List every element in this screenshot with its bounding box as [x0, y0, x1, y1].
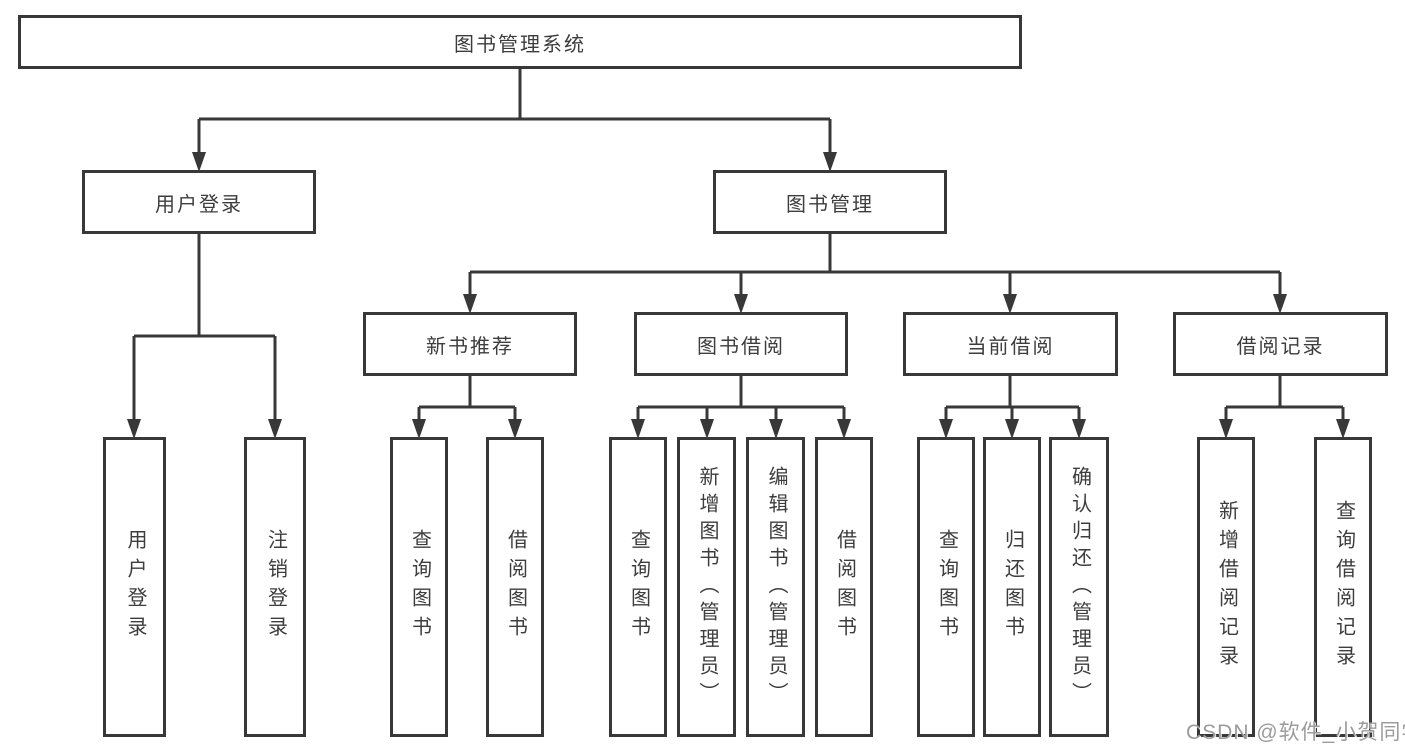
leaf-label: 查询图书 [935, 529, 958, 645]
leaf-records-add-record: 新增借阅记录 [1197, 437, 1255, 737]
leaf-label: 新增图书（管理员） [696, 465, 718, 709]
leaf-label: 借阅图书 [833, 529, 856, 645]
arrowheads [127, 152, 1350, 439]
leaf-label: 查询图书 [408, 529, 431, 645]
node-book-management: 图书管理 [713, 170, 947, 234]
leaf-current-query-books: 查询图书 [917, 437, 975, 737]
leaf-label: 借阅图书 [504, 529, 527, 645]
leaf-newbook-query-books: 查询图书 [390, 437, 448, 737]
leaf-borrowing-borrow-books: 借阅图书 [815, 437, 873, 737]
leaf-label: 注销登录 [264, 529, 287, 645]
node-current-borrowing: 当前借阅 [903, 312, 1118, 376]
edge-root-to-level2 [197, 69, 832, 154]
leaf-label: 查询图书 [627, 529, 650, 645]
edge-manage-to-sections [468, 234, 1282, 296]
leaf-current-return-books: 归还图书 [983, 437, 1041, 737]
leaf-label: 编辑图书（管理员） [765, 465, 787, 709]
leaf-user-login: 用户登录 [103, 437, 166, 737]
leaf-borrowing-add-books-admin: 新增图书（管理员） [677, 437, 736, 737]
node-root-system: 图书管理系统 [18, 15, 1022, 69]
leaf-label: 用户登录 [124, 529, 146, 645]
edge-login-to-leaves [132, 234, 277, 421]
node-user-login: 用户登录 [82, 170, 316, 234]
node-new-book-recommend: 新书推荐 [363, 312, 577, 376]
leaf-current-confirm-return-admin: 确认归还（管理员） [1049, 437, 1109, 737]
leaf-label: 确认归还（管理员） [1068, 465, 1091, 709]
leaf-newbook-borrow-books: 借阅图书 [486, 437, 544, 737]
node-book-borrowing: 图书借阅 [634, 312, 848, 376]
node-borrowing-records: 借阅记录 [1173, 312, 1388, 376]
leaf-label: 新增借阅记录 [1215, 500, 1238, 674]
leaf-label: 查询借阅记录 [1332, 500, 1355, 674]
edge-sections-to-leaves [417, 376, 1345, 421]
leaf-label: 归还图书 [1001, 529, 1024, 645]
leaf-borrowing-edit-books-admin: 编辑图书（管理员） [746, 437, 805, 737]
leaf-borrowing-query-books: 查询图书 [609, 437, 667, 737]
leaf-logout: 注销登录 [244, 437, 306, 737]
leaf-records-query-record: 查询借阅记录 [1314, 437, 1372, 737]
csdn-watermark: CSDN @软件_小贺同学 [1186, 721, 1405, 744]
